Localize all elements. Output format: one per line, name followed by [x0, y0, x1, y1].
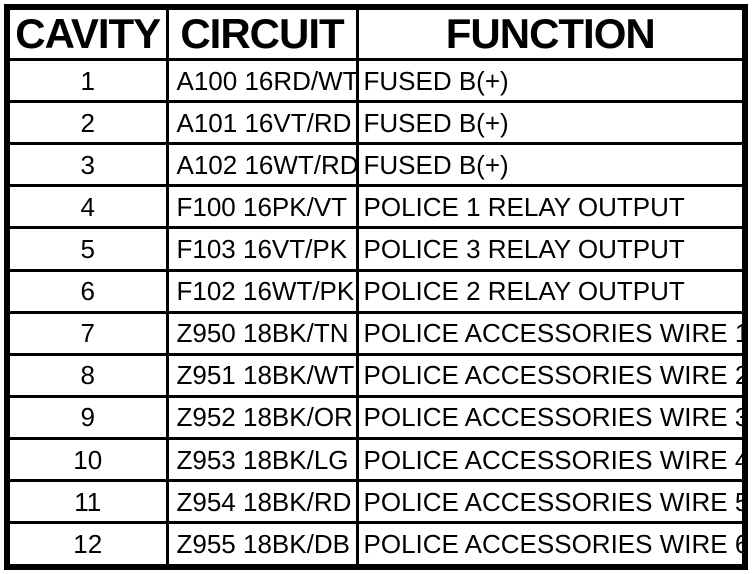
cavity-cell: 7 [5, 310, 169, 356]
function-cell: POLICE 3 RELAY OUTPUT [355, 226, 747, 272]
circuit-cell: F103 16VT/PK [165, 226, 359, 272]
circuit-cell: F100 16PK/VT [165, 184, 359, 230]
table-row: 1 A100 16RD/WT FUSED B(+) [5, 57, 747, 104]
function-cell: POLICE ACCESSORIES WIRE 2 [355, 352, 747, 398]
function-cell: FUSED B(+) [355, 57, 747, 104]
circuit-cell: A101 16VT/RD [165, 100, 359, 146]
function-cell: POLICE ACCESSORIES WIRE 3 [355, 394, 747, 440]
circuit-cell: Z953 18BK/LG [165, 436, 359, 483]
function-cell: POLICE ACCESSORIES WIRE 5 [355, 479, 747, 525]
connector-pinout-table: CAVITY CIRCUIT FUNCTION 1 A100 16RD/WT F… [4, 4, 748, 570]
table-row: 9 Z952 18BK/OR POLICE ACCESSORIES WIRE 3 [5, 394, 747, 440]
cavity-cell: 4 [5, 184, 169, 230]
cavity-cell: 1 [5, 57, 169, 104]
header-row: CAVITY CIRCUIT FUNCTION [5, 5, 747, 61]
table-row: 4 F100 16PK/VT POLICE 1 RELAY OUTPUT [5, 184, 747, 230]
cavity-cell: 10 [5, 436, 169, 483]
table-row: 10 Z953 18BK/LG POLICE ACCESSORIES WIRE … [5, 436, 747, 483]
function-cell: FUSED B(+) [355, 142, 747, 188]
circuit-cell: Z954 18BK/RD [165, 479, 359, 525]
table-row: 12 Z955 18BK/DB POLICE ACCESSORIES WIRE … [5, 521, 747, 569]
circuit-cell: Z951 18BK/WT [165, 352, 359, 398]
cavity-cell: 8 [5, 352, 169, 398]
column-header-cavity: CAVITY [5, 5, 169, 61]
circuit-cell: Z950 18BK/TN [165, 310, 359, 356]
table-row: 5 F103 16VT/PK POLICE 3 RELAY OUTPUT [5, 226, 747, 272]
function-cell: FUSED B(+) [355, 100, 747, 146]
table-row: 7 Z950 18BK/TN POLICE ACCESSORIES WIRE 1 [5, 310, 747, 356]
circuit-cell: A102 16WT/RD [165, 142, 359, 188]
function-cell: POLICE 1 RELAY OUTPUT [355, 184, 747, 230]
circuit-cell: A100 16RD/WT [165, 57, 359, 104]
circuit-cell: Z952 18BK/OR [165, 394, 359, 440]
function-cell: POLICE 2 RELAY OUTPUT [355, 268, 747, 314]
cavity-cell: 12 [5, 521, 169, 569]
cavity-cell: 9 [5, 394, 169, 440]
function-cell: POLICE ACCESSORIES WIRE 6 [355, 521, 747, 569]
table-row: 6 F102 16WT/PK POLICE 2 RELAY OUTPUT [5, 268, 747, 314]
column-header-circuit: CIRCUIT [165, 5, 359, 61]
table-row: 3 A102 16WT/RD FUSED B(+) [5, 142, 747, 188]
function-cell: POLICE ACCESSORIES WIRE 1 [355, 310, 747, 356]
cavity-cell: 5 [5, 226, 169, 272]
table-row: 8 Z951 18BK/WT POLICE ACCESSORIES WIRE 2 [5, 352, 747, 398]
circuit-cell: F102 16WT/PK [165, 268, 359, 314]
function-cell: POLICE ACCESSORIES WIRE 4 [355, 436, 747, 483]
table-row: 11 Z954 18BK/RD POLICE ACCESSORIES WIRE … [5, 479, 747, 525]
cavity-cell: 3 [5, 142, 169, 188]
column-header-function: FUNCTION [355, 5, 747, 61]
cavity-cell: 2 [5, 100, 169, 146]
cavity-cell: 11 [5, 479, 169, 525]
table-row: 2 A101 16VT/RD FUSED B(+) [5, 100, 747, 146]
circuit-cell: Z955 18BK/DB [165, 521, 359, 569]
cavity-cell: 6 [5, 268, 169, 314]
